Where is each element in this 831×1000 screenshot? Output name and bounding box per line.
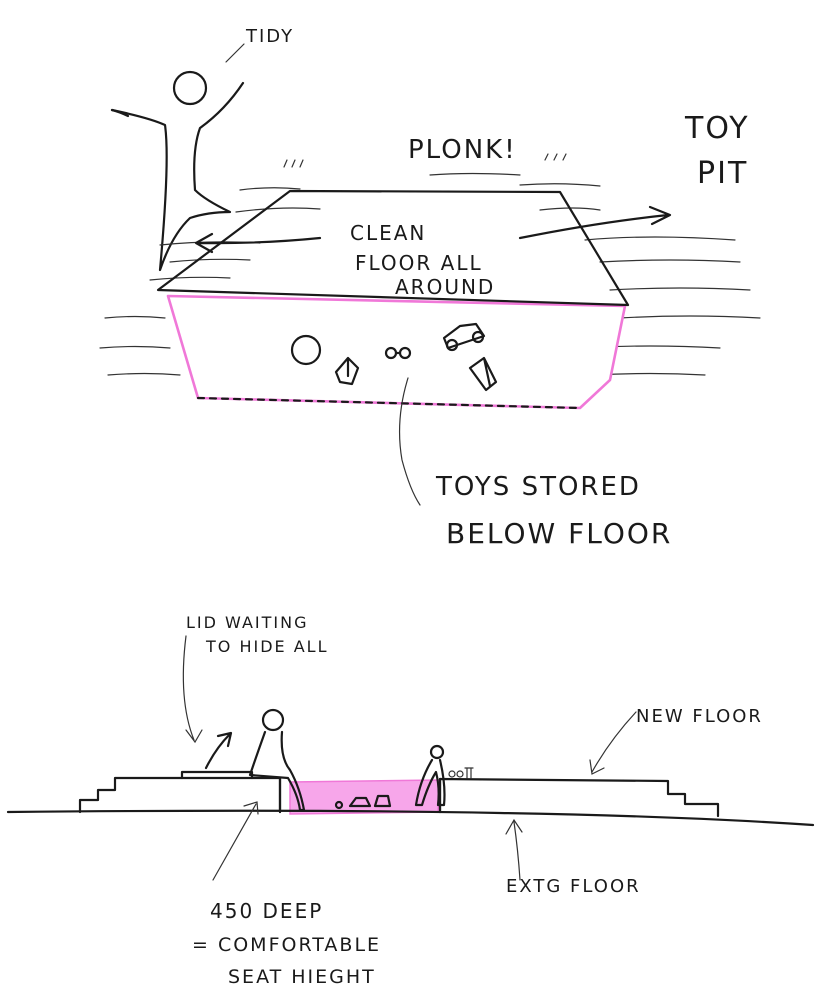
- section-toy-block-icon: [373, 794, 392, 808]
- label-new-floor: NEW FLOOR: [636, 706, 763, 727]
- label-clean-3: AROUND: [395, 275, 495, 299]
- label-deep-2: = COMFORTABLE: [192, 934, 381, 956]
- tidy-pointer-line: [225, 43, 245, 63]
- toy-ball-icon: [290, 334, 322, 366]
- label-plonk: PLONK!: [408, 135, 517, 165]
- existing-floor-line: [6, 809, 815, 827]
- label-toys-2: BELOW FLOOR: [446, 517, 672, 550]
- toy-block-icon: [334, 356, 360, 386]
- right-raised-floor-steps: [438, 777, 720, 818]
- lid-lift-arrow: [204, 731, 233, 770]
- label-deep-3: SEAT HIEGHT: [228, 966, 376, 988]
- section-toy-ball-icon: [334, 800, 344, 810]
- tidy-person-figure: [110, 70, 245, 272]
- lid-pointer-line: [182, 635, 203, 744]
- label-tidy: TIDY: [245, 26, 294, 47]
- pit-lid-slab: [156, 189, 630, 307]
- left-raised-floor-steps: [78, 776, 282, 814]
- child-toys-icon: [448, 767, 474, 779]
- impact-marks-right: [544, 153, 567, 161]
- label-toy-pit-1: TOY: [684, 111, 750, 146]
- toy-car-icon: [442, 322, 486, 352]
- seated-adult-figure: [248, 708, 306, 812]
- pit-walls: [278, 776, 442, 814]
- label-deep-1: 450 DEEP: [210, 899, 323, 923]
- label-toys-1: TOYS STORED: [435, 472, 641, 502]
- child-figure: [414, 744, 446, 807]
- label-lid-2: TO HIDE ALL: [205, 637, 329, 656]
- toy-glasses-icon: [384, 346, 412, 360]
- label-toy-pit-2: PIT: [697, 156, 748, 191]
- extg-floor-pointer-line: [505, 818, 523, 881]
- arrow-right: [518, 205, 672, 240]
- label-clean-2: FLOOR ALL: [355, 251, 483, 275]
- deep-pointer-line: [212, 801, 259, 881]
- section-toys: [334, 794, 392, 810]
- label-clean-1: CLEAN: [350, 221, 426, 245]
- impact-marks-left: [283, 159, 304, 168]
- label-extg-floor: EXTG FLOOR: [506, 876, 641, 897]
- toy-crystal-icon: [468, 356, 498, 392]
- toys-in-pit: [290, 322, 498, 392]
- new-floor-pointer-line: [589, 711, 637, 775]
- pit-box-dashed-edge: [196, 396, 582, 410]
- arrow-left: [194, 232, 322, 254]
- toys-pointer-line: [398, 377, 421, 506]
- label-lid-1: LID WAITING: [186, 613, 309, 632]
- section-toy-car-icon: [348, 796, 372, 808]
